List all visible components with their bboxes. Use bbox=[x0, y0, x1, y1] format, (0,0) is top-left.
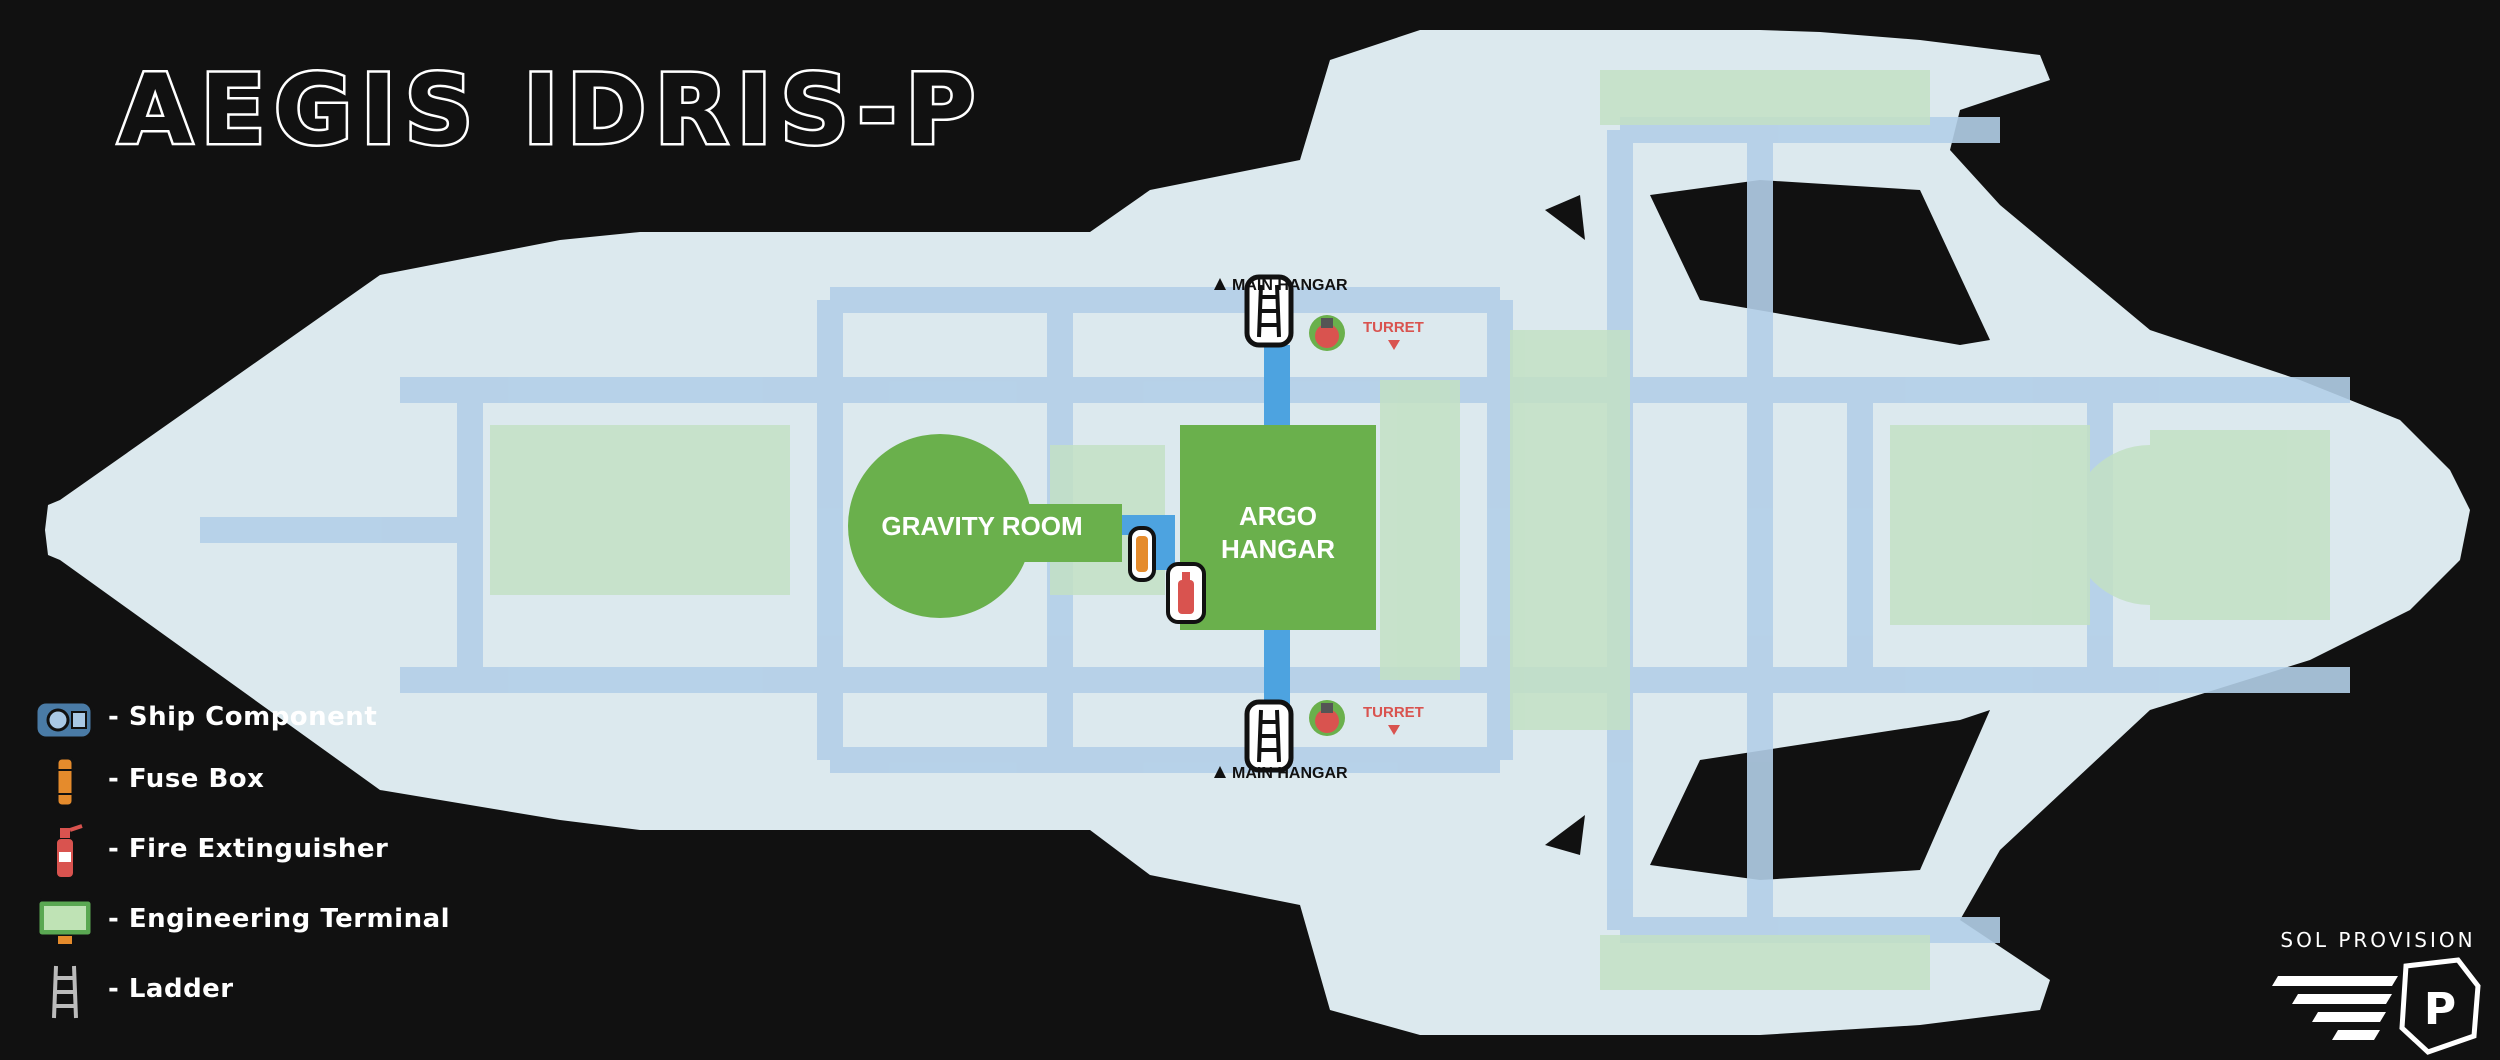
legend-label: - Fire Extinguisher bbox=[108, 834, 389, 864]
brand-name: SOL PROVISION bbox=[2280, 928, 2476, 952]
logo-letter: P bbox=[2424, 984, 2456, 1035]
argo-hangar-label-line1: ARGO bbox=[1239, 501, 1317, 531]
turret-seat-top-icon bbox=[1309, 315, 1345, 351]
turret-bottom-label: TURRET bbox=[1363, 704, 1424, 721]
hull-cutout-lower bbox=[1650, 710, 1990, 880]
connector-top bbox=[1264, 345, 1290, 425]
argo-hangar bbox=[1180, 425, 1376, 630]
page-title: AEGIS IDRIS-P bbox=[115, 54, 984, 166]
main-hangar-bottom-label: MAIN HANGAR bbox=[1232, 765, 1348, 782]
ladder-top-icon bbox=[1244, 274, 1294, 348]
argo-hangar-label-line2: HANGAR bbox=[1221, 534, 1335, 564]
main-hangar-bottom-arrow-icon bbox=[1214, 766, 1226, 778]
legend-label: - Fuse Box bbox=[108, 764, 265, 794]
turret-seat-bottom-icon bbox=[1309, 700, 1345, 736]
main-hangar-top-label: MAIN HANGAR bbox=[1232, 277, 1348, 294]
ladder-bottom-icon bbox=[1244, 699, 1294, 773]
turret-top-arrow-icon bbox=[1388, 340, 1400, 350]
legend-label: - Ladder bbox=[108, 974, 234, 1004]
main-hangar-top-arrow-icon bbox=[1214, 278, 1226, 290]
fire-extinguisher-map-icon bbox=[1166, 562, 1206, 624]
hull-hole-lower bbox=[1545, 815, 1585, 855]
legend-label: - Ship Component bbox=[108, 702, 378, 732]
legend-item-fire-extinguisher: - Fire Extinguisher bbox=[30, 822, 450, 882]
fuse-box-icon bbox=[55, 756, 75, 808]
hull-cutout-upper bbox=[1650, 180, 1990, 345]
legend-item-ladder: - Ladder bbox=[30, 962, 450, 1022]
ladder-icon bbox=[52, 965, 78, 1019]
fuse-box-map-icon bbox=[1128, 526, 1156, 582]
legend-label: - Engineering Terminal bbox=[108, 904, 451, 934]
legend-item-ship-component: - Ship Component bbox=[30, 690, 450, 750]
brand-logo: SOL PROVISION P bbox=[2268, 928, 2488, 1055]
faded-rooms bbox=[490, 70, 2330, 990]
ship-component-icon bbox=[34, 700, 94, 740]
turret-top-label: TURRET bbox=[1363, 319, 1424, 336]
gravity-room bbox=[848, 434, 1122, 618]
engineering-terminal-icon bbox=[36, 898, 94, 948]
gravity-room-label: GRAVITY ROOM bbox=[881, 511, 1082, 541]
hull-hole-upper bbox=[1545, 195, 1585, 240]
sol-provision-logo-icon: P bbox=[2272, 957, 2481, 1055]
legend-item-fuse-box: - Fuse Box bbox=[30, 752, 450, 812]
turret-bottom-arrow-icon bbox=[1388, 725, 1400, 735]
fire-extinguisher-icon bbox=[55, 824, 83, 879]
legend-item-engineering-terminal: - Engineering Terminal bbox=[30, 892, 450, 952]
